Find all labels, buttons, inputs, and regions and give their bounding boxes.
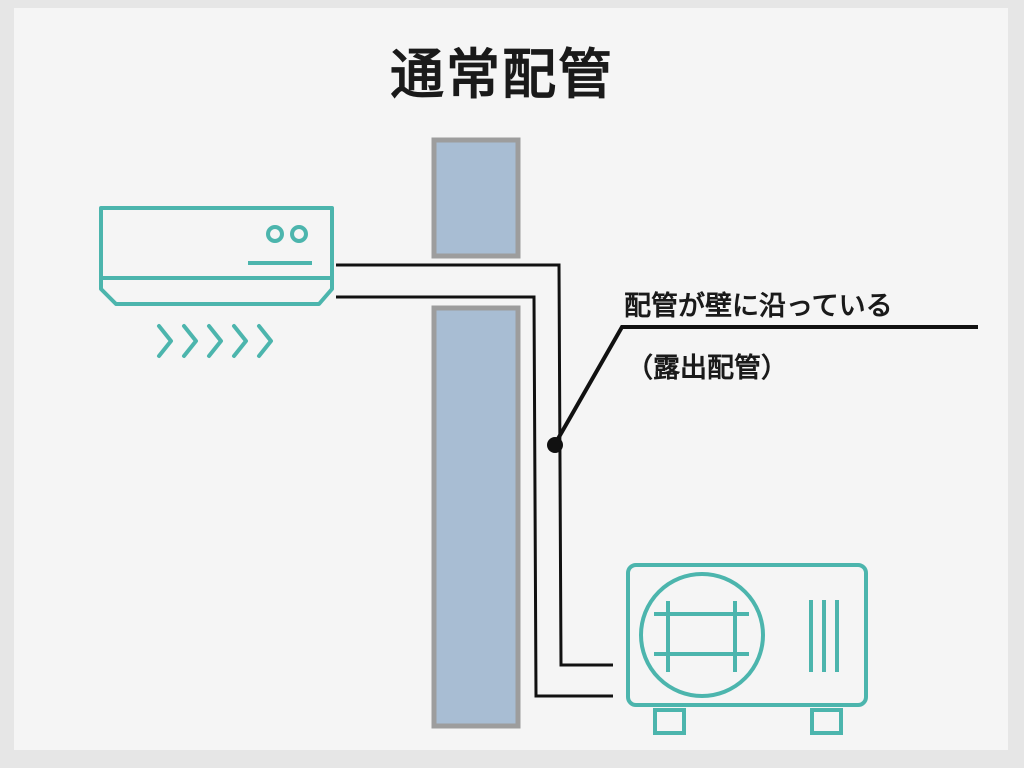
callout-leader [547, 325, 978, 453]
airflow-chevrons-icon [157, 324, 273, 358]
refrigerant-pipes [336, 263, 613, 698]
piping-diagram [99, 137, 978, 735]
lower-pipe [336, 295, 613, 698]
indoor-unit-icon [99, 206, 334, 306]
callout-label: 配管が壁に沿っている [624, 291, 893, 322]
diagram-canvas: 通常配管 [14, 8, 1008, 750]
outdoor-unit-icon [626, 563, 868, 735]
callout-dot [547, 437, 563, 453]
wall-lower-section [431, 305, 521, 729]
diagram-title: 通常配管 [390, 43, 614, 106]
wall-upper-section [431, 137, 521, 259]
callout-sublabel: （露出配管） [626, 353, 788, 384]
upper-pipe [336, 263, 613, 667]
